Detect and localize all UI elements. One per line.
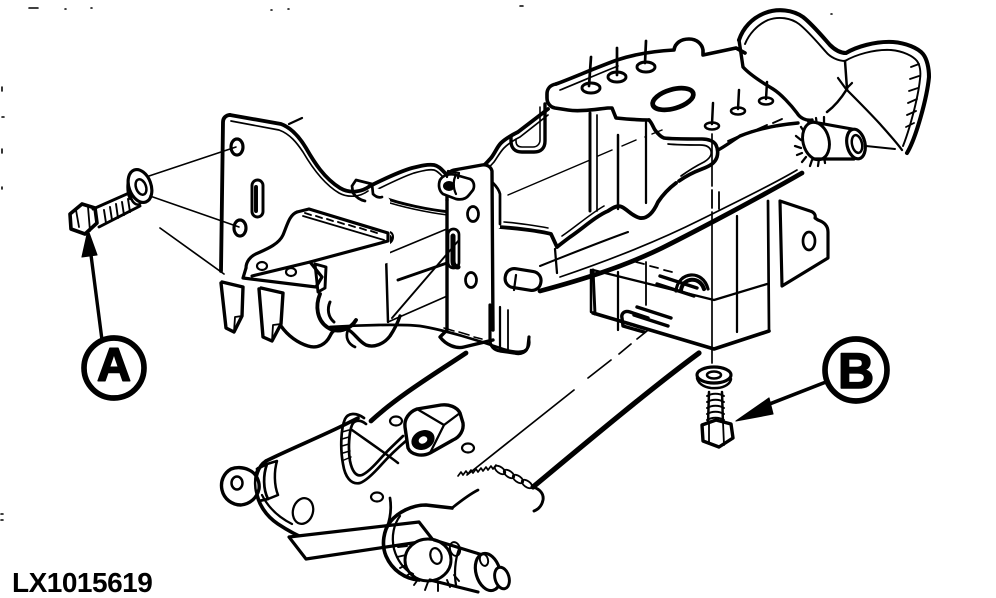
svg-text:LX1015619: LX1015619 <box>12 567 152 598</box>
svg-text:B: B <box>838 343 874 399</box>
svg-text:A: A <box>97 338 131 391</box>
